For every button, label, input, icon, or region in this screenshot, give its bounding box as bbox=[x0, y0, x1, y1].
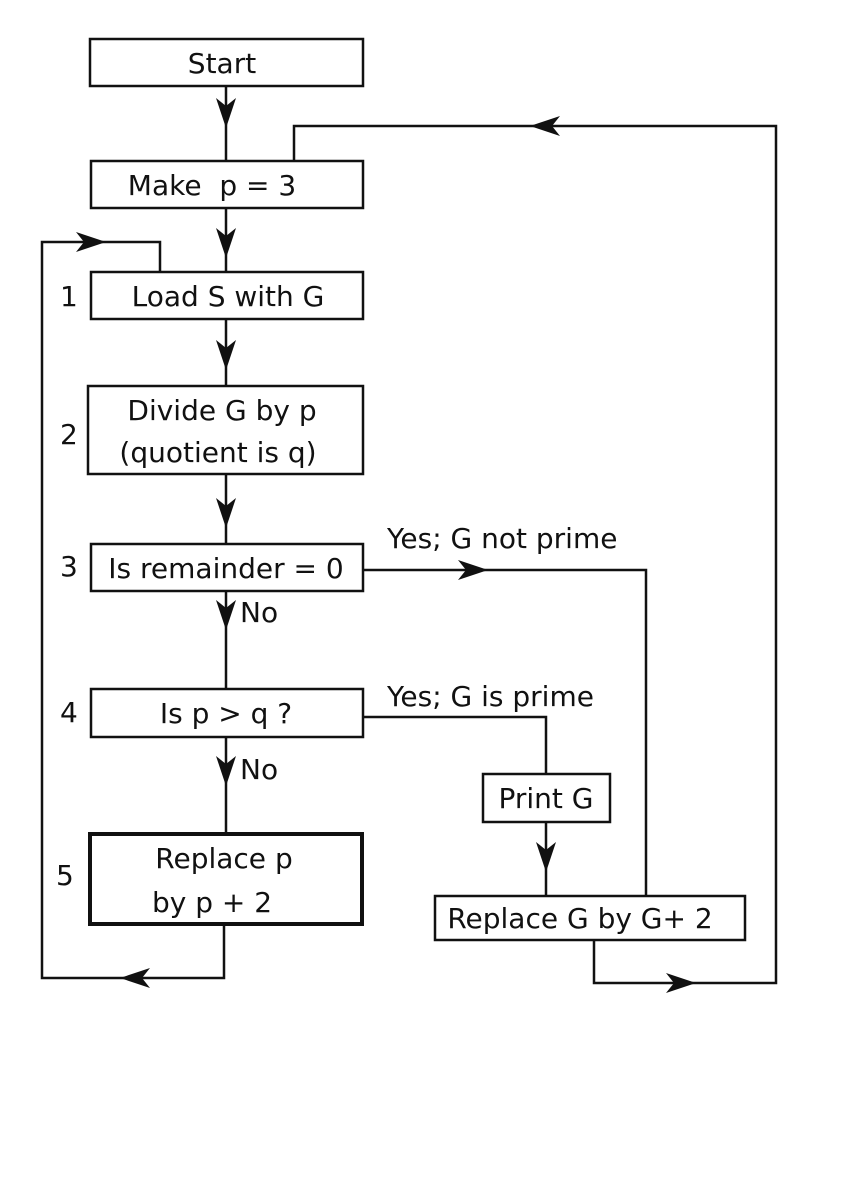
node-print: Print G bbox=[481, 772, 612, 824]
step-numbers: 1 2 3 4 5 bbox=[56, 280, 78, 892]
arrow-left-icon bbox=[120, 968, 150, 988]
node-remainder: Is remainder = 0 bbox=[89, 542, 365, 593]
arrowheads bbox=[76, 98, 696, 993]
make-p-box bbox=[89, 159, 365, 210]
remainder-label: Is remainder = 0 bbox=[108, 552, 343, 585]
loop-replace-p-to-load bbox=[40, 240, 226, 980]
arrow-right-icon bbox=[458, 560, 488, 580]
path-is-prime bbox=[364, 715, 548, 774]
node-make-p: Make p = 3 bbox=[89, 159, 365, 210]
print-box bbox=[481, 772, 612, 824]
divide-box bbox=[86, 384, 365, 476]
replace-g-label: Replace G by G+ 2 bbox=[447, 902, 712, 935]
arrow-down-icon bbox=[216, 600, 236, 630]
step-number-2: 2 bbox=[60, 418, 78, 451]
make-p-label: Make p = 3 bbox=[128, 169, 296, 202]
arrow-left-icon bbox=[530, 116, 560, 136]
edge-label-is-prime: Yes; G is prime bbox=[386, 680, 594, 713]
edge-labels: No No Yes; G not prime Yes; G is prime bbox=[240, 522, 617, 786]
arrow-right-icon bbox=[666, 973, 696, 993]
replace-p-label-line2: by p + 2 bbox=[152, 886, 272, 919]
divide-label-line2: (quotient is q) bbox=[119, 436, 316, 469]
arrow-down-icon bbox=[216, 98, 236, 128]
edge-label-not-prime: Yes; G not prime bbox=[386, 522, 617, 555]
replace-p-box bbox=[88, 832, 364, 926]
arrow-down-icon bbox=[536, 842, 556, 872]
loop-replace-g-to-make bbox=[292, 124, 778, 985]
node-replace-p: Replace p by p + 2 bbox=[88, 832, 364, 926]
load-box bbox=[89, 270, 365, 321]
step-number-4: 4 bbox=[60, 696, 78, 729]
arrow-right-icon bbox=[76, 232, 106, 252]
arrow-down-icon bbox=[216, 498, 236, 528]
node-load: Load S with G bbox=[89, 270, 365, 321]
edge-label-no-compare: No bbox=[240, 753, 278, 786]
node-start: Start bbox=[88, 37, 365, 88]
arrow-down-icon bbox=[216, 340, 236, 370]
node-compare: Is p > q ? bbox=[89, 687, 365, 739]
compare-box bbox=[89, 687, 365, 739]
start-box bbox=[88, 37, 365, 88]
replace-p-label-line1: Replace p bbox=[155, 842, 292, 875]
remainder-box bbox=[89, 542, 365, 593]
print-label: Print G bbox=[498, 782, 593, 815]
arrow-down-icon bbox=[216, 756, 236, 786]
edge-label-no-remainder: No bbox=[240, 596, 278, 629]
divide-label-line1: Divide G by p bbox=[127, 394, 316, 427]
load-label: Load S with G bbox=[132, 280, 325, 313]
step-number-5: 5 bbox=[56, 859, 74, 892]
arrow-down-icon bbox=[216, 228, 236, 258]
start-label: Start bbox=[188, 47, 256, 80]
node-replace-g: Replace G by G+ 2 bbox=[433, 894, 747, 942]
node-divide: Divide G by p (quotient is q) bbox=[86, 384, 365, 476]
step-number-3: 3 bbox=[60, 550, 78, 583]
step-number-1: 1 bbox=[60, 280, 78, 313]
compare-label: Is p > q ? bbox=[160, 697, 292, 730]
path-not-prime bbox=[364, 568, 648, 896]
replace-g-box bbox=[433, 894, 747, 942]
